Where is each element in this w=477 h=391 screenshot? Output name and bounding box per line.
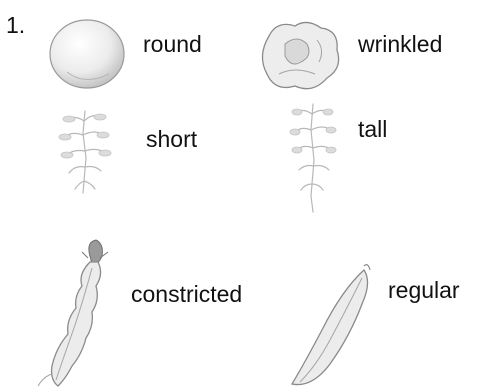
label-tall: tall: [358, 118, 387, 141]
label-wrinkled: wrinkled: [358, 33, 442, 56]
regular-pod-illustration: [280, 260, 380, 390]
short-plant-illustration: [45, 103, 125, 203]
label-round: round: [143, 33, 202, 56]
wrinkled-seed-illustration: [255, 16, 347, 96]
tall-plant-illustration: [283, 100, 343, 216]
label-constricted: constricted: [131, 283, 242, 306]
label-regular: regular: [388, 279, 460, 302]
label-short: short: [146, 128, 197, 151]
round-seed-illustration: [45, 16, 131, 92]
constricted-pod-illustration: [30, 238, 125, 390]
question-number: 1.: [6, 14, 25, 37]
